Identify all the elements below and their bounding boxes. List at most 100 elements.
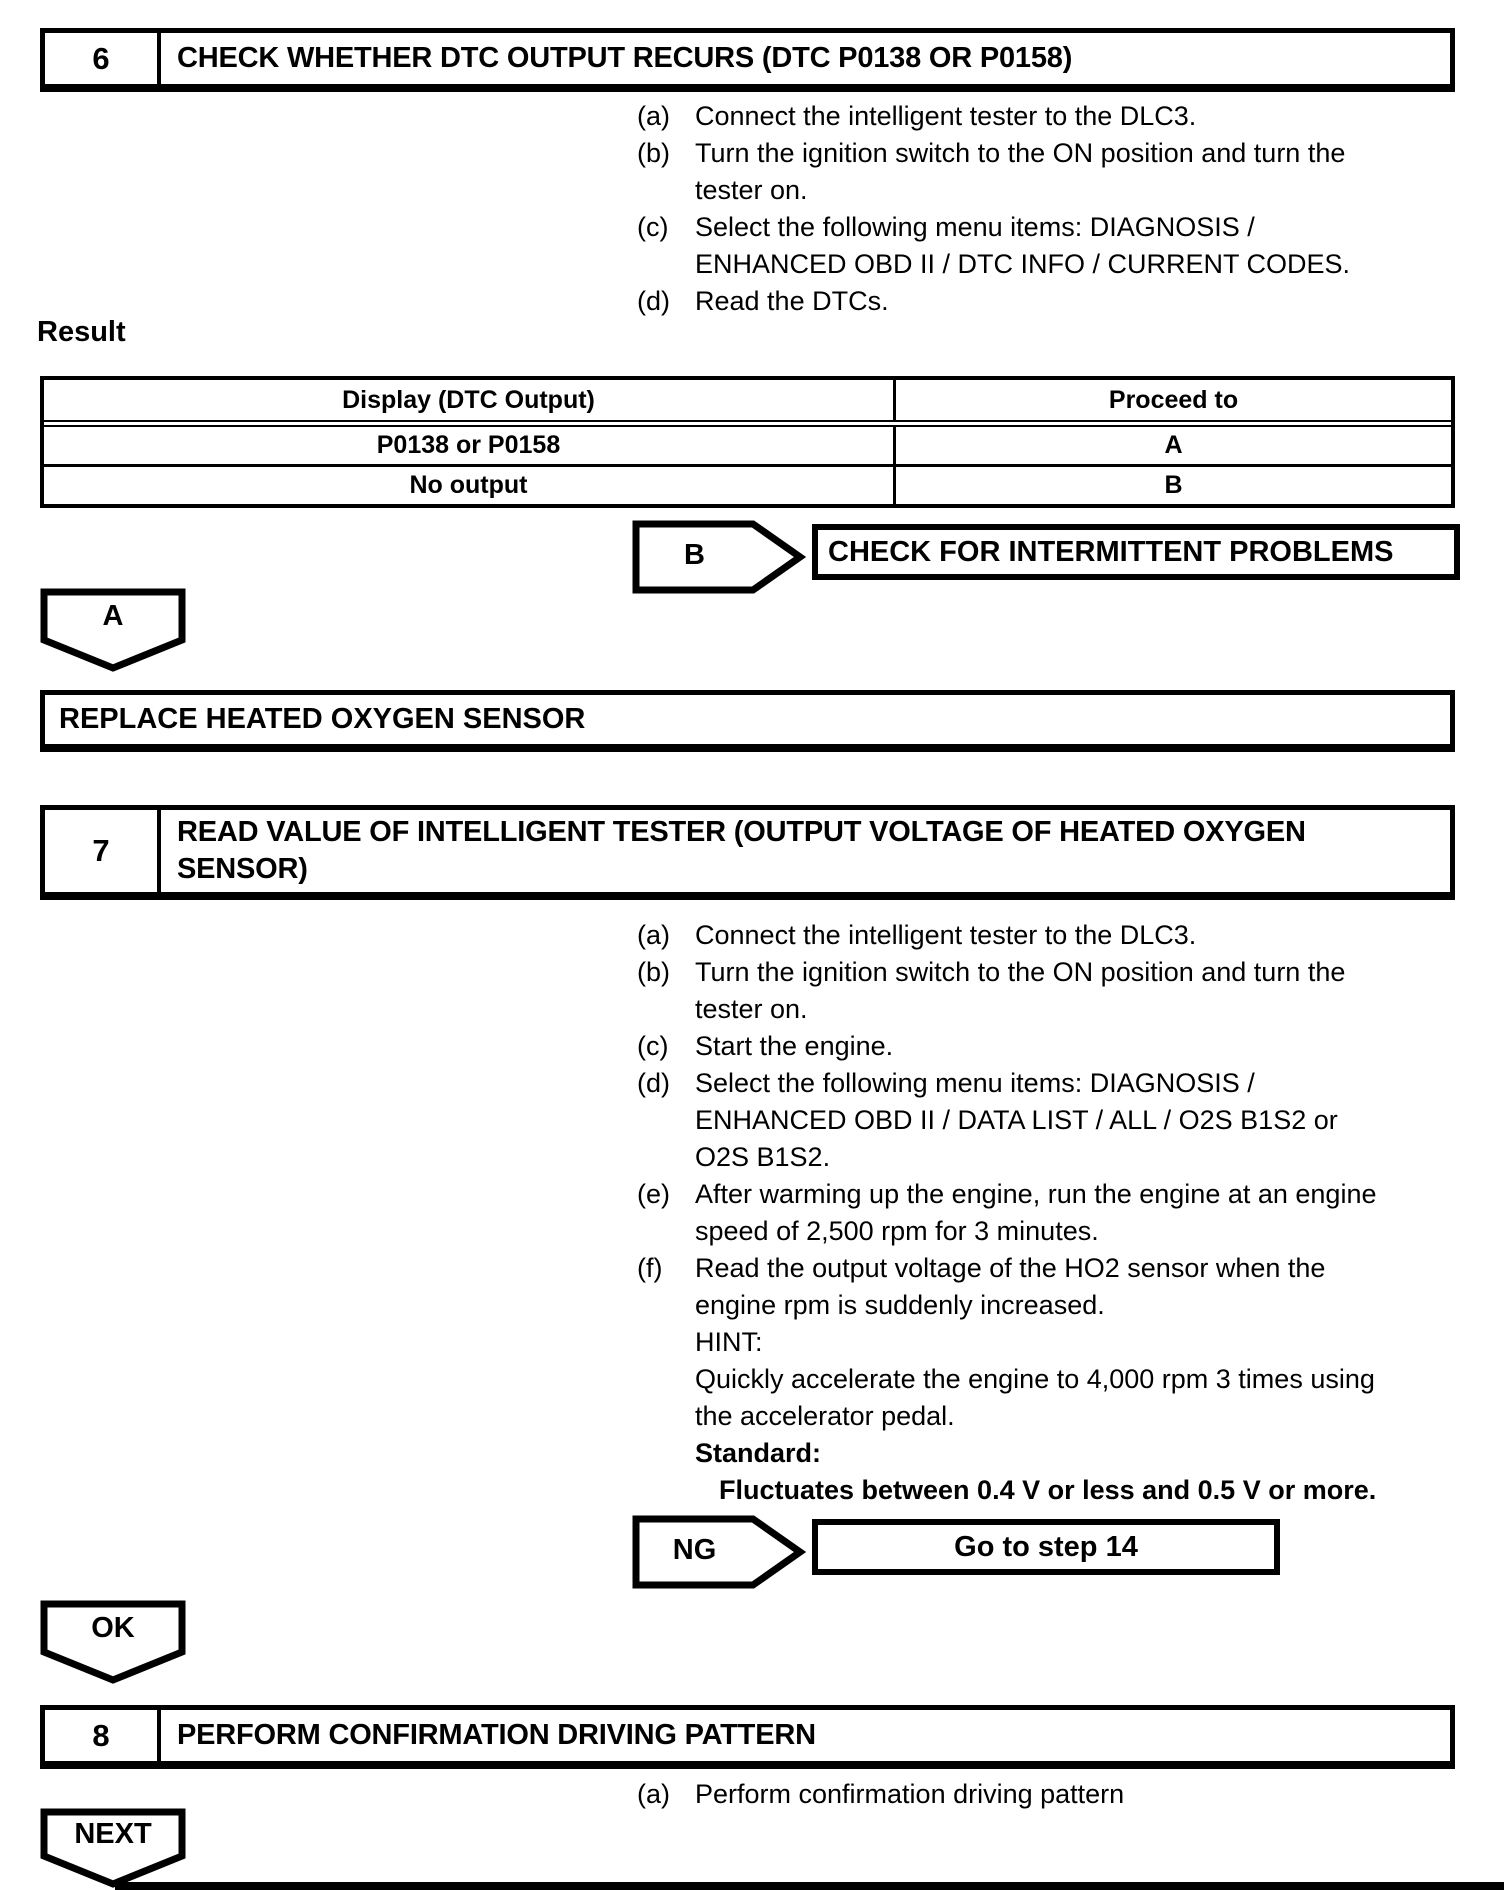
step6-number: 6 [45, 33, 161, 84]
instruction-row: (b) Turn the ignition switch to the ON p… [637, 135, 1462, 172]
instruction-text: Connect the intelligent tester to the DL… [695, 101, 1197, 131]
next-connector-label: NEXT [74, 1818, 152, 1850]
ok-connector-label: OK [91, 1612, 135, 1644]
result-table: Display (DTC Output) Proceed to P0138 or… [40, 376, 1455, 508]
instruction-label [637, 1287, 695, 1324]
instruction-row: (b) Turn the ignition switch to the ON p… [637, 954, 1462, 991]
step7-ok-connector: OK [40, 1600, 186, 1684]
instruction-row: Fluctuates between 0.4 V or less and 0.5… [637, 1472, 1462, 1509]
step8-title-line: PERFORM CONFIRMATION DRIVING PATTERN [177, 1719, 816, 1751]
instruction-row: ENHANCED OBD II / DTC INFO / CURRENT COD… [637, 246, 1462, 283]
right-arrow-icon [632, 520, 806, 594]
down-pentagon-icon [40, 1808, 186, 1888]
instruction-row: ENHANCED OBD II / DATA LIST / ALL / O2S … [637, 1102, 1462, 1139]
result-table-body: P0138 or P0158 A No output B [44, 427, 1451, 504]
replace-action-box: REPLACE HEATED OXYGEN SENSOR [40, 690, 1455, 752]
ng-action-box: Go to step 14 [812, 1519, 1280, 1575]
instruction-text: Select the following menu items: DIAGNOS… [695, 1068, 1255, 1098]
instruction-row: tester on. [637, 991, 1462, 1028]
step8-instructions: (a) Perform confirmation driving pattern [637, 1776, 1462, 1813]
instruction-text: Turn the ignition switch to the ON posit… [695, 138, 1346, 168]
step7-instructions: (a) Connect the intelligent tester to th… [637, 917, 1462, 1509]
instruction-row: HINT: [637, 1324, 1462, 1361]
step8-title: PERFORM CONFIRMATION DRIVING PATTERN [161, 1710, 1450, 1761]
result-table-cell-display: No output [44, 467, 896, 504]
instruction-label: (a) [637, 101, 670, 131]
instruction-text: HINT: [695, 1327, 763, 1357]
instruction-row: engine rpm is suddenly increased. [637, 1287, 1462, 1324]
instruction-row: (a) Connect the intelligent tester to th… [637, 917, 1462, 954]
instruction-label [637, 1398, 695, 1435]
ng-arrow-label: NG [672, 1534, 717, 1566]
result-table-cell-proceed: A [1164, 431, 1183, 459]
step7-title-line2: SENSOR) [177, 853, 308, 885]
instruction-label: (d) [637, 1068, 670, 1098]
step8-number: 8 [45, 1710, 161, 1761]
instruction-row: (d) Select the following menu items: DIA… [637, 1065, 1462, 1102]
instruction-text: tester on. [695, 175, 808, 205]
instruction-label: (b) [637, 138, 670, 168]
step7-title: READ VALUE OF INTELLIGENT TESTER (OUTPUT… [161, 810, 1450, 892]
instruction-text: Perform confirmation driving pattern [695, 1779, 1125, 1809]
instruction-row: (f) Read the output voltage of the HO2 s… [637, 1250, 1462, 1287]
instruction-label: (f) [637, 1253, 663, 1283]
instruction-row: the accelerator pedal. [637, 1398, 1462, 1435]
instruction-text: O2S B1S2. [695, 1142, 831, 1172]
instruction-row: (a) Connect the intelligent tester to th… [637, 98, 1462, 135]
result-table-row: No output B [44, 464, 1451, 504]
instruction-text: Quickly accelerate the engine to 4,000 r… [695, 1364, 1375, 1394]
instruction-label: (d) [637, 286, 670, 316]
result-table-header-row: Display (DTC Output) Proceed to [44, 380, 1451, 427]
instruction-text: Read the output voltage of the HO2 senso… [695, 1253, 1326, 1283]
instruction-text: After warming up the engine, run the eng… [695, 1179, 1377, 1209]
instruction-label: (c) [637, 212, 669, 242]
instruction-text: the accelerator pedal. [695, 1401, 955, 1431]
instruction-label [637, 246, 695, 283]
instruction-text: Fluctuates between 0.4 V or less and 0.5… [719, 1475, 1377, 1505]
instruction-label [637, 1435, 695, 1472]
step7-number: 7 [45, 810, 161, 892]
instruction-text: ENHANCED OBD II / DTC INFO / CURRENT COD… [695, 249, 1351, 279]
instruction-row: O2S B1S2. [637, 1139, 1462, 1176]
result-table-cell-display: P0138 or P0158 [44, 427, 896, 464]
step6-title: CHECK WHETHER DTC OUTPUT RECURS (DTC P01… [161, 33, 1450, 84]
step8-next-connector: NEXT [40, 1808, 186, 1888]
instruction-text: ENHANCED OBD II / DATA LIST / ALL / O2S … [695, 1105, 1338, 1135]
instruction-text: Standard: [695, 1438, 822, 1468]
right-arrow-icon [632, 1515, 806, 1589]
step7-title-line1: READ VALUE OF INTELLIGENT TESTER (OUTPUT… [177, 816, 1306, 848]
b-arrow-label: B [684, 539, 705, 571]
instruction-row: Standard: [637, 1435, 1462, 1472]
instruction-text: Turn the ignition switch to the ON posit… [695, 957, 1346, 987]
instruction-label [637, 1102, 695, 1139]
result-a-connector: A [40, 588, 186, 672]
result-table-cell-proceed: B [1164, 471, 1183, 499]
instruction-text: Connect the intelligent tester to the DL… [695, 920, 1197, 950]
instruction-row: (c) Start the engine. [637, 1028, 1462, 1065]
instruction-text: Start the engine. [695, 1031, 894, 1061]
down-pentagon-icon [40, 588, 186, 672]
down-pentagon-icon [40, 1600, 186, 1684]
step7-ng-arrow: NG [632, 1515, 806, 1589]
instruction-text: Select the following menu items: DIAGNOS… [695, 212, 1255, 242]
step6-instructions: (a) Connect the intelligent tester to th… [637, 98, 1462, 320]
step6-header-box: 6 CHECK WHETHER DTC OUTPUT RECURS (DTC P… [40, 28, 1455, 92]
a-connector-label: A [102, 600, 124, 632]
instruction-text: Read the DTCs. [695, 286, 889, 316]
instruction-label [637, 1361, 695, 1398]
instruction-text: engine rpm is suddenly increased. [695, 1290, 1105, 1320]
instruction-label: (c) [637, 1031, 669, 1061]
result-table-row: P0138 or P0158 A [44, 427, 1451, 464]
instruction-row: (c) Select the following menu items: DIA… [637, 209, 1462, 246]
instruction-text: speed of 2,500 rpm for 3 minutes. [695, 1216, 1099, 1246]
instruction-row: speed of 2,500 rpm for 3 minutes. [637, 1213, 1462, 1250]
result-table-header-display: Display (DTC Output) [44, 380, 896, 420]
instruction-row: (d) Read the DTCs. [637, 283, 1462, 320]
instruction-label: (a) [637, 1779, 670, 1809]
step6-title-line: CHECK WHETHER DTC OUTPUT RECURS (DTC P01… [177, 42, 1073, 74]
instruction-row: (e) After warming up the engine, run the… [637, 1176, 1462, 1213]
instruction-label [637, 991, 695, 1028]
result-heading: Result [37, 316, 126, 348]
instruction-label [637, 1213, 695, 1250]
